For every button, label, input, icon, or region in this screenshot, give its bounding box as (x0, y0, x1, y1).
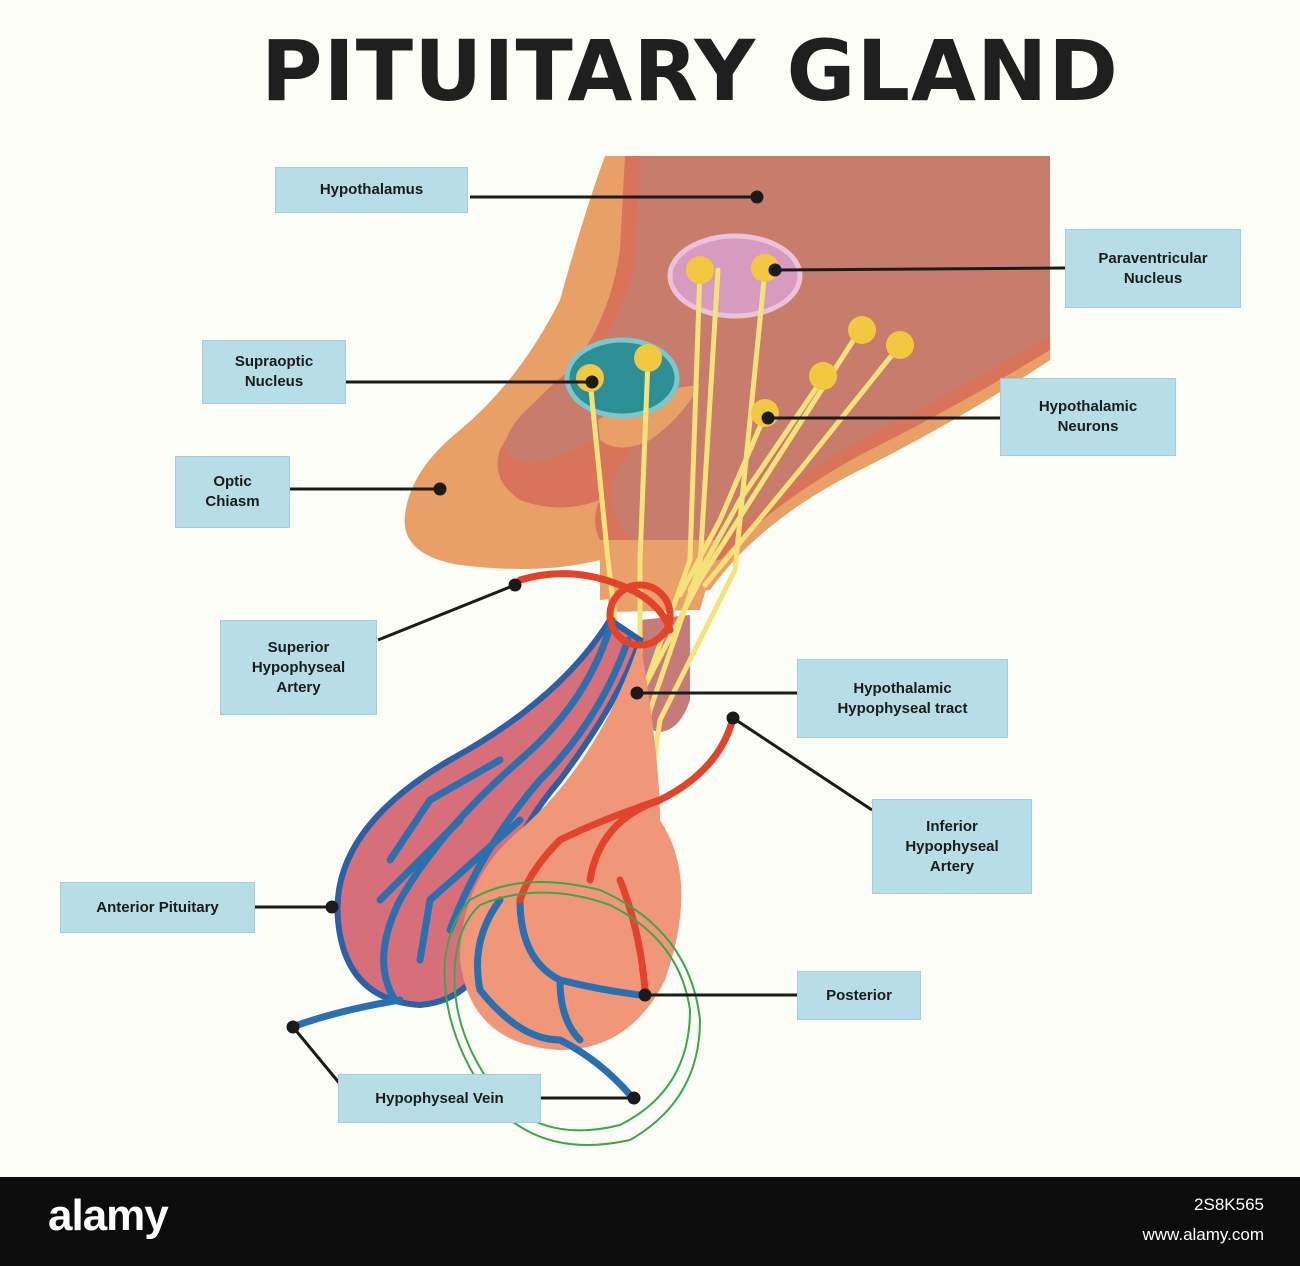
label-hypothalamic-neurons: Hypothalamic Neurons (1000, 378, 1176, 456)
image-id: 2S8K565 (1194, 1195, 1264, 1214)
source-url: www.alamy.com (1142, 1225, 1264, 1244)
leader-lines (255, 190, 1066, 1105)
watermark-footer: alamy 2S8K565 www.alamy.com (0, 1177, 1300, 1266)
label-hypophyseal-vein: Hypophyseal Vein (338, 1074, 541, 1123)
label-posterior: Posterior (797, 971, 921, 1020)
label-superior-hypophyseal-artery: Superior Hypophyseal Artery (220, 620, 377, 715)
pituitary-diagram (255, 156, 1066, 1146)
label-supraoptic-nucleus: Supraoptic Nucleus (202, 340, 346, 404)
label-paraventricular-nucleus: Paraventricular Nucleus (1065, 229, 1241, 308)
vein-network (291, 616, 644, 1101)
page-title: PITUITARY GLAND (260, 22, 1120, 120)
label-optic-chiasm: Optic Chiasm (175, 456, 290, 528)
posterior-pituitary-lobe (460, 640, 682, 1050)
label-anterior-pituitary: Anterior Pituitary (60, 882, 255, 933)
hypothalamus-tissue (404, 156, 1051, 732)
annotation-circle (443, 881, 702, 1146)
label-hypothalamic-hypophyseal-tract: Hypothalamic Hypophyseal tract (797, 659, 1008, 738)
label-inferior-hypophyseal-artery: Inferior Hypophyseal Artery (872, 799, 1032, 894)
artery-network (516, 570, 737, 994)
label-hypothalamus: Hypothalamus (275, 167, 468, 213)
brand-logo: alamy (48, 1191, 169, 1240)
